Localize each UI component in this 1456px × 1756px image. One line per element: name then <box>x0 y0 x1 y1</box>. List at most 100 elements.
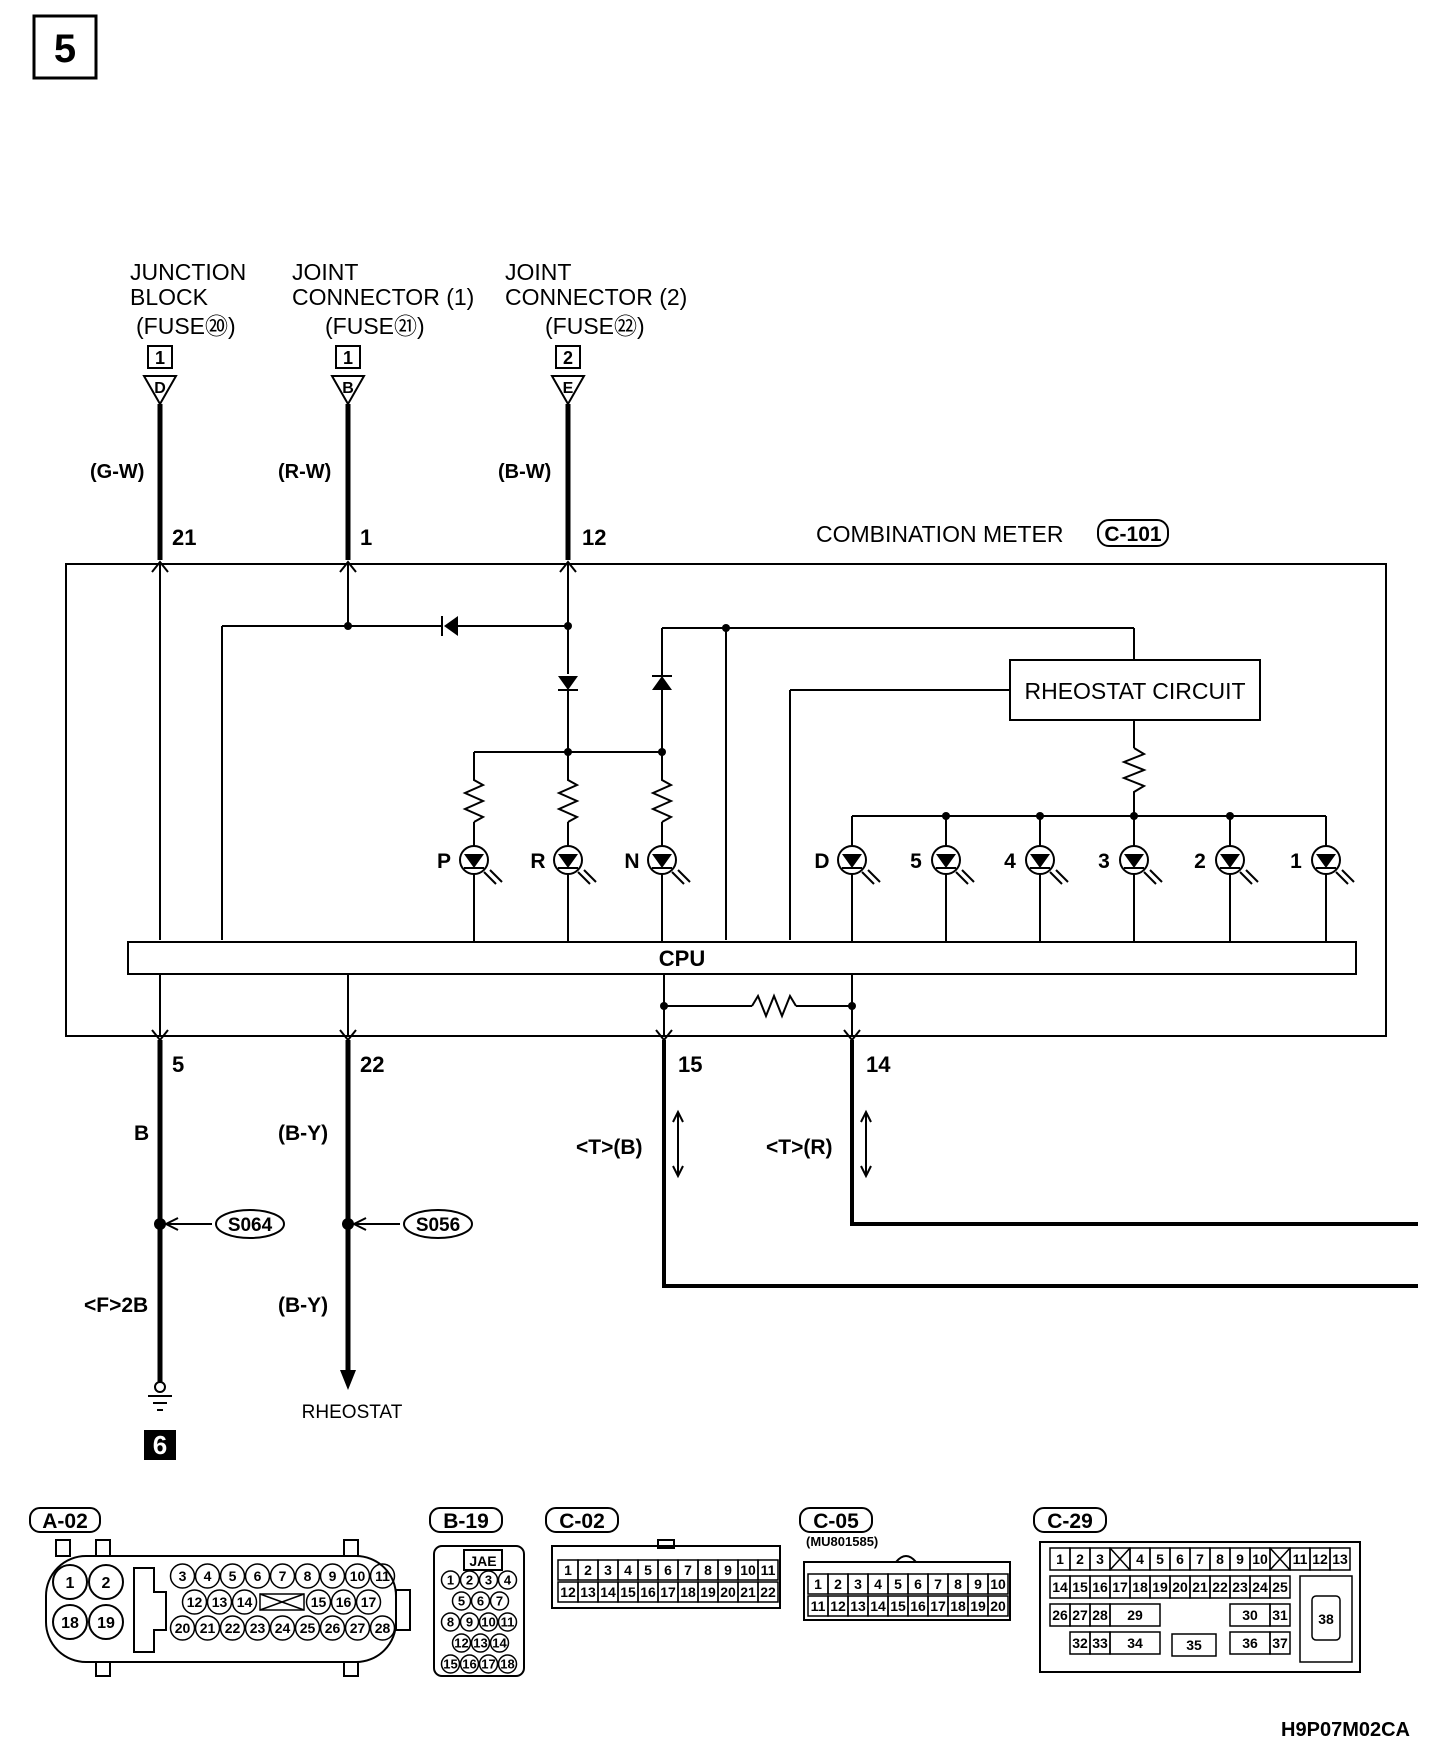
source-2-title-line-2: CONNECTOR (1) <box>292 284 474 310</box>
lamp-label: N <box>624 850 639 873</box>
cpu-output-circuit <box>151 974 861 1042</box>
svg-text:16: 16 <box>640 1584 656 1600</box>
svg-text:5: 5 <box>229 1568 237 1584</box>
wire-label-b: B <box>134 1122 149 1145</box>
svg-text:12: 12 <box>1312 1551 1328 1567</box>
pin-12: 12 <box>582 525 606 550</box>
prn-resistors <box>462 752 674 823</box>
svg-text:18: 18 <box>61 1615 79 1632</box>
svg-text:7: 7 <box>279 1568 287 1584</box>
source-2-terminal: B <box>342 380 354 397</box>
svg-text:10: 10 <box>481 1615 495 1630</box>
svg-text:3: 3 <box>604 1562 612 1578</box>
svg-text:13: 13 <box>212 1594 228 1610</box>
combination-meter-label: COMBINATION METER <box>816 521 1063 547</box>
source-junction-block: JUNCTION BLOCK (FUSE⑳) <box>130 259 246 339</box>
svg-text:22: 22 <box>225 1620 241 1636</box>
svg-text:3: 3 <box>854 1576 862 1592</box>
svg-text:1: 1 <box>447 1573 454 1588</box>
svg-text:2: 2 <box>834 1576 842 1592</box>
svg-text:2: 2 <box>584 1562 592 1578</box>
lamp-4: 4 <box>1004 816 1069 942</box>
svg-text:21: 21 <box>200 1620 216 1636</box>
svg-text:19: 19 <box>970 1598 986 1614</box>
source-joint-connector-1: JOINT CONNECTOR (1) (FUSE㉑) <box>292 259 474 339</box>
svg-text:25: 25 <box>1272 1579 1288 1595</box>
wire-t-r <box>850 1040 1418 1226</box>
splice-s056: S056 <box>416 1215 460 1236</box>
resistor-icon <box>462 752 486 823</box>
svg-text:B-19: B-19 <box>443 1510 489 1533</box>
diode-icon <box>444 616 458 636</box>
svg-text:21: 21 <box>1192 1579 1208 1595</box>
resistor-icon <box>556 752 580 823</box>
svg-text:20: 20 <box>720 1584 736 1600</box>
svg-text:15: 15 <box>311 1594 327 1610</box>
svg-text:9: 9 <box>974 1576 982 1592</box>
svg-text:15: 15 <box>1072 1579 1088 1595</box>
lamp-D: D <box>814 816 881 942</box>
svg-text:8: 8 <box>704 1562 712 1578</box>
svg-text:37: 37 <box>1272 1635 1288 1651</box>
svg-text:33: 33 <box>1092 1635 1108 1651</box>
svg-text:9: 9 <box>724 1562 732 1578</box>
lamp-R: R <box>530 822 597 942</box>
lamp-3: 3 <box>1098 816 1163 942</box>
input-wires: (G-W) (R-W) (B-W) 21 1 12 <box>90 404 606 573</box>
source-3-title-line-2: CONNECTOR (2) <box>505 284 687 310</box>
next-page-box <box>144 1430 176 1460</box>
figure-code: H9P07M02CA <box>1281 1719 1410 1741</box>
wire-label-t-r: <T>(R) <box>766 1136 833 1159</box>
svg-text:16: 16 <box>910 1598 926 1614</box>
svg-text:JAE: JAE <box>469 1553 496 1569</box>
svg-text:22: 22 <box>760 1584 776 1600</box>
svg-text:15: 15 <box>620 1584 636 1600</box>
svg-text:2: 2 <box>102 1575 111 1592</box>
lamp-label: 1 <box>1290 850 1302 873</box>
svg-text:27: 27 <box>1072 1607 1088 1623</box>
svg-text:1: 1 <box>66 1575 75 1592</box>
source-3-terminal: E <box>563 380 574 397</box>
svg-text:14: 14 <box>237 1594 253 1610</box>
source-3-title-line-1: JOINT <box>505 259 571 285</box>
svg-text:10: 10 <box>350 1568 366 1584</box>
bidirectional-arrow-icon <box>672 1109 684 1179</box>
svg-text:4: 4 <box>204 1568 212 1584</box>
svg-text:25: 25 <box>300 1620 316 1636</box>
svg-text:1: 1 <box>564 1562 572 1578</box>
splice-point-s064 <box>154 1218 166 1230</box>
svg-text:36: 36 <box>1242 1635 1258 1651</box>
svg-text:11: 11 <box>501 1615 515 1630</box>
svg-text:10: 10 <box>740 1562 756 1578</box>
page-number-box <box>32 14 98 80</box>
lamp-N: N <box>624 822 691 942</box>
pin-1: 1 <box>360 525 372 550</box>
svg-text:27: 27 <box>350 1620 366 1636</box>
svg-text:5: 5 <box>1156 1551 1164 1567</box>
svg-text:14: 14 <box>492 1636 507 1651</box>
svg-text:8: 8 <box>304 1568 312 1584</box>
svg-text:15: 15 <box>443 1657 457 1672</box>
source-3-box-number: 2 <box>563 348 573 368</box>
wire-t-b <box>662 1040 1418 1288</box>
svg-text:3: 3 <box>485 1573 492 1588</box>
svg-text:2: 2 <box>1076 1551 1084 1567</box>
svg-text:34: 34 <box>1127 1635 1143 1651</box>
svg-text:17: 17 <box>361 1594 377 1610</box>
svg-text:18: 18 <box>950 1598 966 1614</box>
svg-text:6: 6 <box>477 1594 484 1609</box>
svg-text:19: 19 <box>700 1584 716 1600</box>
wire-label-b-y-2: (B-Y) <box>278 1294 328 1317</box>
svg-text:35: 35 <box>1186 1637 1202 1653</box>
svg-text:9: 9 <box>329 1568 337 1584</box>
output-wires: 5 22 15 14 B (B-Y) <T>(B) <T>(R) S064 <box>84 1040 1418 1460</box>
svg-text:7: 7 <box>1196 1551 1204 1567</box>
svg-text:5: 5 <box>644 1562 652 1578</box>
svg-text:17: 17 <box>481 1657 495 1672</box>
svg-text:12: 12 <box>454 1636 468 1651</box>
source-joint-connector-2: JOINT CONNECTOR (2) (FUSE㉒) <box>505 259 687 339</box>
source-2-title-line-3: (FUSE㉑) <box>325 313 425 339</box>
